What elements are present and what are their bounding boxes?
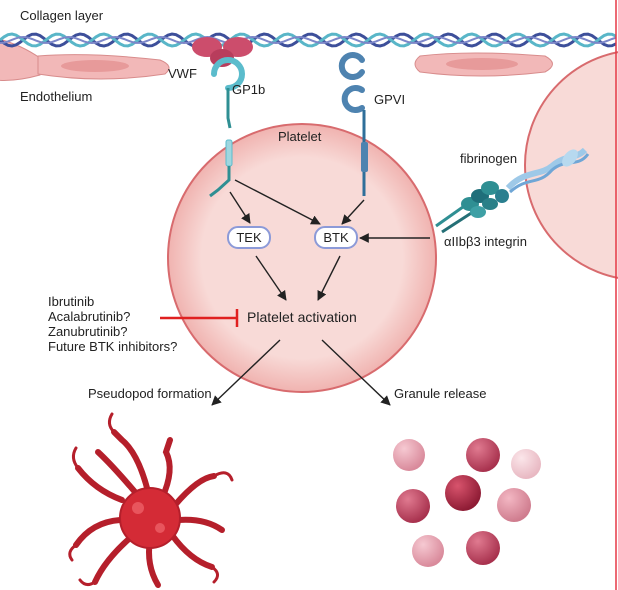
inhibitor-1: Ibrutinib xyxy=(48,294,94,309)
granule-release-label: Granule release xyxy=(394,386,487,401)
platelet-cell xyxy=(167,123,437,393)
endothelium-label: Endothelium xyxy=(20,89,92,104)
activated-platelet-icon xyxy=(68,412,234,588)
vwf-icon xyxy=(192,37,253,67)
collagen-layer-label: Collagen layer xyxy=(20,8,104,23)
platelet-label: Platelet xyxy=(278,129,322,144)
gpvi-receptor-icon xyxy=(338,52,368,196)
inhibitor-list: Ibrutinib Acalabrutinib? Zanubrutinib? F… xyxy=(48,294,177,354)
tek-node xyxy=(227,226,271,249)
integrin-label: αIIbβ3 integrin xyxy=(444,234,527,249)
btk-label: BTK xyxy=(323,230,349,245)
gp1b-receptor-icon xyxy=(209,57,245,198)
inhibitor-3: Zanubrutinib? xyxy=(48,324,128,339)
inhibitor-2: Acalabrutinib? xyxy=(48,309,130,324)
gpvi-label: GPVI xyxy=(374,92,405,107)
vwf-label: VWF xyxy=(168,66,197,81)
inhibitor-4: Future BTK inhibitors? xyxy=(48,339,177,354)
fibrinogen-icon xyxy=(505,147,590,194)
red-blood-cell xyxy=(524,51,618,279)
btk-node xyxy=(314,226,358,249)
collagen-strands xyxy=(0,32,617,48)
endothelium-cells xyxy=(0,38,553,81)
inhibition-symbol xyxy=(160,309,239,327)
integrin-icon xyxy=(435,181,509,234)
fibrinogen-label: fibrinogen xyxy=(460,151,517,166)
granules xyxy=(393,438,541,567)
gp1b-label: GP1b xyxy=(232,82,265,97)
pseudopod-formation-label: Pseudopod formation xyxy=(88,386,212,401)
platelet-activation-label: Platelet activation xyxy=(247,309,357,325)
tek-label: TEK xyxy=(236,230,262,245)
signal-arrows xyxy=(211,179,430,406)
